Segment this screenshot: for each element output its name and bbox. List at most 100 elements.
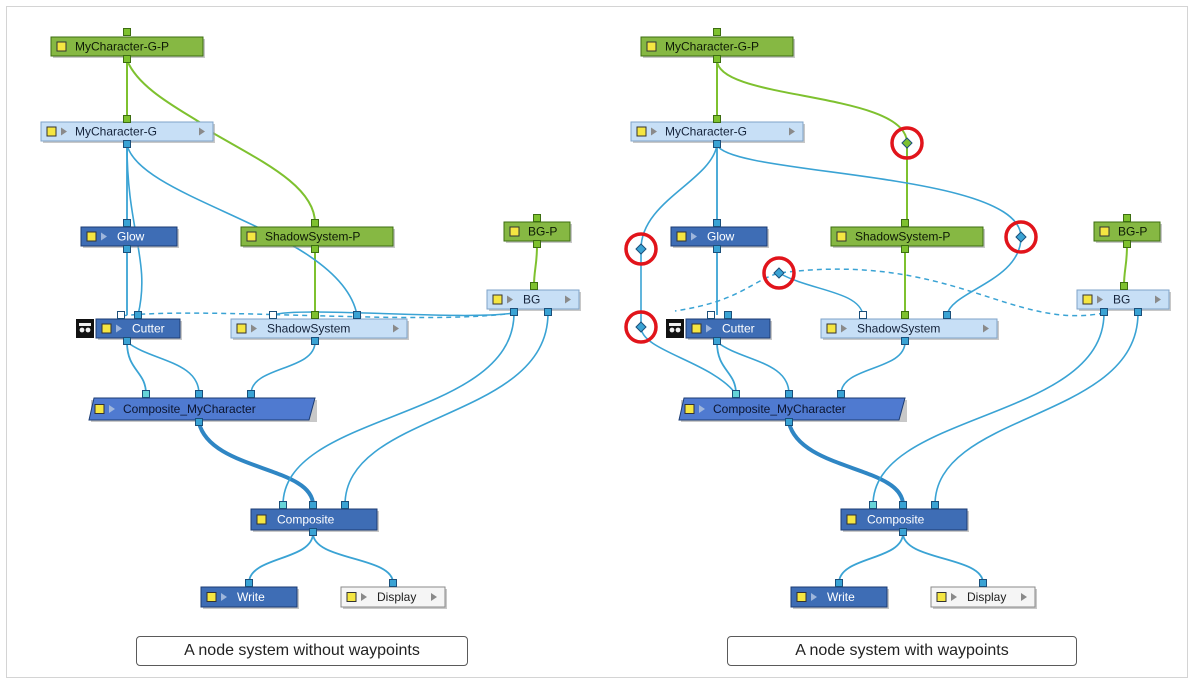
expand-arrow-icon[interactable]: [361, 593, 367, 601]
enable-checkbox[interactable]: [86, 231, 97, 242]
in-port[interactable]: [713, 219, 721, 227]
enable-checkbox[interactable]: [492, 294, 503, 305]
in-port[interactable]: [901, 219, 909, 227]
node-write[interactable]: Write: [790, 586, 889, 609]
expand-arrow-icon[interactable]: [706, 324, 712, 333]
enable-checkbox[interactable]: [236, 323, 247, 334]
enable-checkbox[interactable]: [1099, 226, 1110, 237]
in-port[interactable]: [724, 311, 732, 319]
in-port[interactable]: [785, 390, 793, 398]
in-port[interactable]: [195, 390, 203, 398]
node-cutter[interactable]: Cutter: [95, 318, 182, 340]
in-port[interactable]: [309, 501, 317, 509]
node-write[interactable]: Write: [200, 586, 299, 609]
enable-checkbox[interactable]: [256, 514, 267, 525]
node-mycharacter-g[interactable]: MyCharacter-G: [630, 121, 805, 143]
matte-port[interactable]: [707, 311, 715, 319]
out-port[interactable]: [713, 140, 721, 148]
in-port[interactable]: [311, 311, 319, 319]
enable-checkbox[interactable]: [246, 231, 257, 242]
expand-arrow-icon[interactable]: [1097, 295, 1103, 304]
in-port[interactable]: [837, 390, 845, 398]
out-port[interactable]: [713, 245, 721, 253]
in-port[interactable]: [1123, 214, 1131, 222]
output-arrow-icon[interactable]: [431, 593, 437, 601]
in-port[interactable]: [899, 501, 907, 509]
in-port[interactable]: [247, 390, 255, 398]
waypoint-5[interactable]: [1004, 220, 1038, 254]
out-port[interactable]: [713, 337, 721, 345]
enable-checkbox[interactable]: [206, 592, 217, 602]
matte-port[interactable]: [117, 311, 125, 319]
in-port[interactable]: [123, 28, 131, 36]
out-port[interactable]: [1100, 308, 1108, 316]
waypoint-handle[interactable]: [901, 137, 913, 149]
enable-checkbox[interactable]: [509, 226, 520, 237]
out-port[interactable]: [195, 418, 203, 426]
expand-arrow-icon[interactable]: [691, 232, 697, 241]
out-port[interactable]: [713, 55, 721, 63]
in-port[interactable]: [311, 219, 319, 227]
enable-checkbox[interactable]: [101, 323, 112, 334]
enable-checkbox[interactable]: [46, 126, 57, 137]
waypoint-handle[interactable]: [1015, 231, 1027, 243]
enable-checkbox[interactable]: [1082, 294, 1093, 305]
node-composite[interactable]: Composite: [840, 508, 969, 532]
in-port[interactable]: [123, 219, 131, 227]
in-port[interactable]: [732, 390, 740, 398]
node-display[interactable]: Display: [930, 586, 1037, 609]
in-port[interactable]: [245, 579, 253, 587]
out-port[interactable]: [123, 337, 131, 345]
node-bg[interactable]: BG: [486, 289, 581, 311]
node-glow[interactable]: Glow: [670, 226, 769, 248]
expand-arrow-icon[interactable]: [811, 593, 817, 601]
enable-checkbox[interactable]: [846, 514, 857, 525]
output-arrow-icon[interactable]: [789, 127, 795, 136]
node-shadowsystem[interactable]: ShadowSystem: [230, 318, 409, 340]
in-port[interactable]: [353, 311, 361, 319]
in-port[interactable]: [713, 28, 721, 36]
enable-checkbox[interactable]: [936, 592, 947, 602]
in-port[interactable]: [869, 501, 877, 509]
expand-arrow-icon[interactable]: [507, 295, 513, 304]
node-cutter[interactable]: Cutter: [685, 318, 772, 340]
node-composite-mycharacter[interactable]: Composite_MyCharacter: [678, 397, 907, 422]
node-shadowsystem-p[interactable]: ShadowSystem-P: [240, 226, 395, 248]
output-arrow-icon[interactable]: [393, 324, 399, 333]
out-port[interactable]: [123, 245, 131, 253]
node-bg[interactable]: BG: [1076, 289, 1171, 311]
out-port[interactable]: [311, 337, 319, 345]
expand-arrow-icon[interactable]: [61, 127, 67, 136]
out-port[interactable]: [544, 308, 552, 316]
out-port[interactable]: [533, 240, 541, 248]
in-port[interactable]: [713, 115, 721, 123]
out-port[interactable]: [1123, 240, 1131, 248]
enable-checkbox[interactable]: [826, 323, 837, 334]
enable-checkbox[interactable]: [836, 231, 847, 242]
expand-arrow-icon[interactable]: [951, 593, 957, 601]
in-port[interactable]: [533, 214, 541, 222]
output-arrow-icon[interactable]: [983, 324, 989, 333]
output-arrow-icon[interactable]: [199, 127, 205, 136]
out-port[interactable]: [899, 528, 907, 536]
waypoint-handle[interactable]: [635, 321, 647, 333]
enable-checkbox[interactable]: [796, 592, 807, 602]
in-port[interactable]: [341, 501, 349, 509]
node-mycharacter-gp[interactable]: MyCharacter-G-P: [50, 36, 205, 58]
out-port[interactable]: [311, 245, 319, 253]
in-port[interactable]: [134, 311, 142, 319]
expand-arrow-icon[interactable]: [109, 405, 115, 413]
node-display[interactable]: Display: [340, 586, 447, 609]
node-glow[interactable]: Glow: [80, 226, 179, 248]
in-port[interactable]: [943, 311, 951, 319]
waypoint-1[interactable]: [890, 126, 924, 160]
in-port[interactable]: [1120, 282, 1128, 290]
node-bg-p[interactable]: BG-P: [1093, 221, 1162, 243]
node-bg-p[interactable]: BG-P: [503, 221, 572, 243]
expand-arrow-icon[interactable]: [116, 324, 122, 333]
output-arrow-icon[interactable]: [565, 295, 571, 304]
enable-checkbox[interactable]: [56, 41, 67, 52]
expand-arrow-icon[interactable]: [699, 405, 705, 413]
node-shadowsystem[interactable]: ShadowSystem: [820, 318, 999, 340]
in-port[interactable]: [835, 579, 843, 587]
